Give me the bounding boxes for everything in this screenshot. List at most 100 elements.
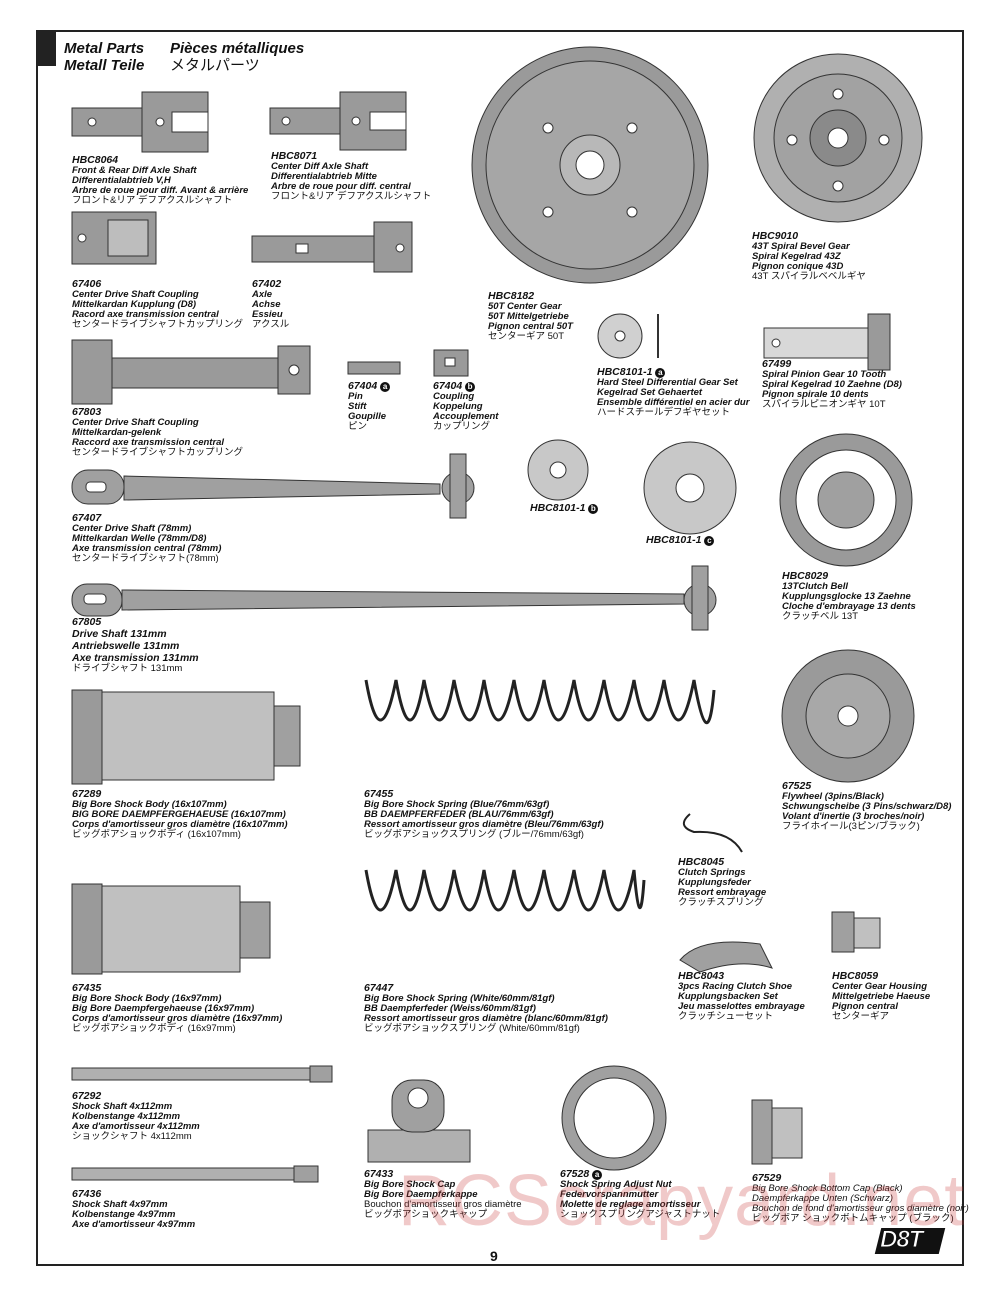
- part-name-ja: ドライブシャフト 131mm: [72, 663, 183, 674]
- part-name-ja: クラッチスプリング: [678, 897, 764, 908]
- part-name-fr: Corps d'amortisseur gros diamètre (16x97…: [72, 1013, 283, 1024]
- part-67803: 67803 Center Drive Shaft Coupling Mittel…: [72, 406, 243, 458]
- part-name-en: Flywheel (3pins/Black): [782, 791, 884, 802]
- clutch-shoe-illustration: [679, 941, 773, 973]
- part-name-de: BB DAEMPFERFEDER (BLAU/76mm/63gf): [364, 809, 554, 820]
- coupling-illustration: [71, 211, 157, 265]
- part-name-en: Spiral Pinion Gear 10 Tooth: [762, 369, 887, 380]
- part-name-fr: Racord axe transmission central: [72, 309, 219, 320]
- bevel-gear-illustration: [753, 53, 923, 223]
- part-name-de: Kolbenstange 4x97mm: [72, 1209, 176, 1220]
- header-en-de: Metal Parts Metall Teile: [64, 40, 144, 74]
- part-67404a: 67404 a Pin Stift Goupille ピン: [348, 380, 391, 432]
- part-name-de: Mittelkardan-gelenk: [72, 427, 162, 438]
- part-name-de: Spiral Kegelrad 10 Zaehne (D8): [762, 379, 902, 390]
- part-name-en: Front & Rear Diff Axle Shaft: [72, 165, 197, 176]
- part-name-en: Big Bore Shock Bottom Cap (Black): [752, 1183, 903, 1194]
- part-number: 67805: [72, 616, 102, 628]
- pinion-gear-illustration: [763, 313, 891, 371]
- part-name-de: Big Bore Daempferkappe: [364, 1189, 478, 1200]
- part-name-de: 50T Mittelgetriebe: [488, 311, 569, 322]
- part-hbc9010: HBC9010 43T Spiral Bevel Gear Spiral Keg…: [752, 230, 866, 282]
- part-name-fr: Axe transmission 131mm: [72, 652, 199, 664]
- part-name-fr: Axe d'amortisseur 4x97mm: [72, 1219, 196, 1230]
- badge-b: b: [465, 382, 476, 392]
- page-number: 9: [490, 1248, 498, 1264]
- axle-illustration: [251, 221, 413, 273]
- shock-cap-illustration: [367, 1079, 471, 1163]
- part-name-de: Stift: [348, 401, 367, 412]
- part-67447: 67447 Big Bore Shock Spring (White/60mm/…: [364, 982, 608, 1034]
- part-67455: 67455 Big Bore Shock Spring (Blue/76mm/6…: [364, 788, 604, 840]
- drive-shaft-illustration: [71, 565, 717, 631]
- part-name-fr: Pignon conique 43D: [752, 261, 844, 272]
- part-name-ja: センターギア 50T: [488, 331, 565, 342]
- part-name-en: 13TClutch Bell: [782, 581, 848, 592]
- part-name-fr: Arbre de roue pour diff. Avant & arrière: [72, 185, 249, 196]
- part-name-ja: ビッグボア ショックボトムキャップ (ブラック): [752, 1213, 954, 1224]
- part-name-fr: Volant d'inertie (3 broches/noir): [782, 811, 925, 822]
- part-name-ja: フロント&リア デフアクスルシャフト: [271, 191, 432, 202]
- part-67435: 67435 Big Bore Shock Body (16x97mm) Big …: [72, 982, 282, 1034]
- part-name-ja: ショックスプリングアジャストナット: [560, 1209, 721, 1220]
- part-name-ja: センタードライブシャフトカップリング: [72, 319, 244, 330]
- part-name-de: Big Bore Daempfergehaeuse (16x97mm): [72, 1003, 255, 1014]
- part-name-en: Clutch Springs: [678, 867, 746, 878]
- part-name-ja: ビッグボアショックボディ (16x97mm): [72, 1023, 236, 1034]
- pin-illustration: [347, 361, 401, 375]
- part-name-fr: Ensemble différentiel en acier dur: [597, 397, 750, 408]
- part-number: HBC8043: [678, 970, 725, 982]
- part-name-ja: アクスル: [252, 319, 290, 330]
- part-name-ja: フロント&リア デフアクスルシャフト: [72, 195, 233, 206]
- part-name-en: Big Bore Shock Spring (Blue/76mm/63gf): [364, 799, 550, 810]
- part-hbc8101-a: HBC8101-1 a Hard Steel Differential Gear…: [597, 366, 749, 418]
- part-name-de: Kegelrad Set Gehaertet: [597, 387, 703, 398]
- part-number: 67529: [752, 1172, 782, 1184]
- part-name-ja: ハードスチールデフギヤセット: [597, 407, 731, 418]
- part-name-fr: Bouchon de fond d'amortisseur gros diamè…: [752, 1203, 969, 1214]
- part-67433: 67433 Big Bore Shock Cap Big Bore Daempf…: [364, 1168, 522, 1220]
- axle-shaft-illustration: [71, 91, 209, 153]
- part-name-de: Kupplungsbacken Set: [678, 991, 778, 1002]
- page-frame: [36, 30, 964, 1266]
- badge-b: b: [588, 504, 599, 514]
- part-name-fr: Molette de reglage amortisseur: [560, 1199, 701, 1210]
- part-hbc8045: HBC8045 Clutch Springs Kupplungsfeder Re…: [678, 856, 766, 908]
- part-hbc8059: HBC8059 Center Gear Housing Mittelgetrie…: [832, 970, 930, 1022]
- header-en: Metal Parts: [64, 40, 145, 57]
- part-number: HBC8101-1: [646, 534, 702, 546]
- part-number: 67402: [252, 278, 282, 290]
- part-name-ja: カップリング: [433, 421, 491, 432]
- part-hbc8064: HBC8064 Front & Rear Diff Axle Shaft Dif…: [72, 154, 248, 206]
- center-diff-shaft-illustration: [269, 91, 407, 151]
- part-name-fr: Pignon spirale 10 dents: [762, 389, 869, 400]
- part-number: HBC8045: [678, 856, 725, 868]
- part-hbc8101-c: HBC8101-1 c: [646, 534, 715, 546]
- part-name-ja: ビッグボアショックスプリング (White/60mm/81gf): [364, 1023, 580, 1034]
- part-name-en: Center Diff Axle Shaft: [271, 161, 369, 172]
- part-number: 67433: [364, 1168, 394, 1180]
- part-name-de: BIG BORE DAEMPFERGEHAEUSE (16x107mm): [72, 809, 286, 820]
- part-name-fr: Raccord axe transmission central: [72, 437, 225, 448]
- center-drive-shaft-illustration: [71, 453, 475, 519]
- part-name-fr: Ressort amortisseur gros diamètre (blanc…: [364, 1013, 608, 1024]
- part-67436: 67436 Shock Shaft 4x97mm Kolbenstange 4x…: [72, 1188, 195, 1230]
- part-name-de: Differentialabtrieb V,H: [72, 175, 171, 186]
- part-name-de: Federvorspannmutter: [560, 1189, 659, 1200]
- part-hbc8029: HBC8029 13TClutch Bell Kupplungsglocke 1…: [782, 570, 916, 622]
- part-name-ja: クラッチベル 13T: [782, 611, 859, 622]
- part-name-ja: ビッグボアショックボディ (16x107mm): [72, 829, 241, 840]
- part-number: HBC8064: [72, 154, 119, 166]
- part-67406: 67406 Center Drive Shaft Coupling Mittel…: [72, 278, 243, 330]
- d8t-logo: D8T: [879, 1226, 923, 1254]
- part-name-de: Kupplungsglocke 13 Zaehne: [782, 591, 911, 602]
- part-name-fr: Bouchon d'amortisseur gros diamètre: [364, 1199, 522, 1210]
- part-67289: 67289 Big Bore Shock Body (16x107mm) BIG…: [72, 788, 288, 840]
- part-67292: 67292 Shock Shaft 4x112mm Kolbenstange 4…: [72, 1090, 200, 1142]
- part-number: HBC8059: [832, 970, 879, 982]
- part-number: 67404: [348, 380, 378, 392]
- part-name-en: Big Bore Shock Cap: [364, 1179, 456, 1190]
- springs: [364, 679, 743, 912]
- part-name-ja: スパイラルピニオンギヤ 10T: [762, 399, 886, 410]
